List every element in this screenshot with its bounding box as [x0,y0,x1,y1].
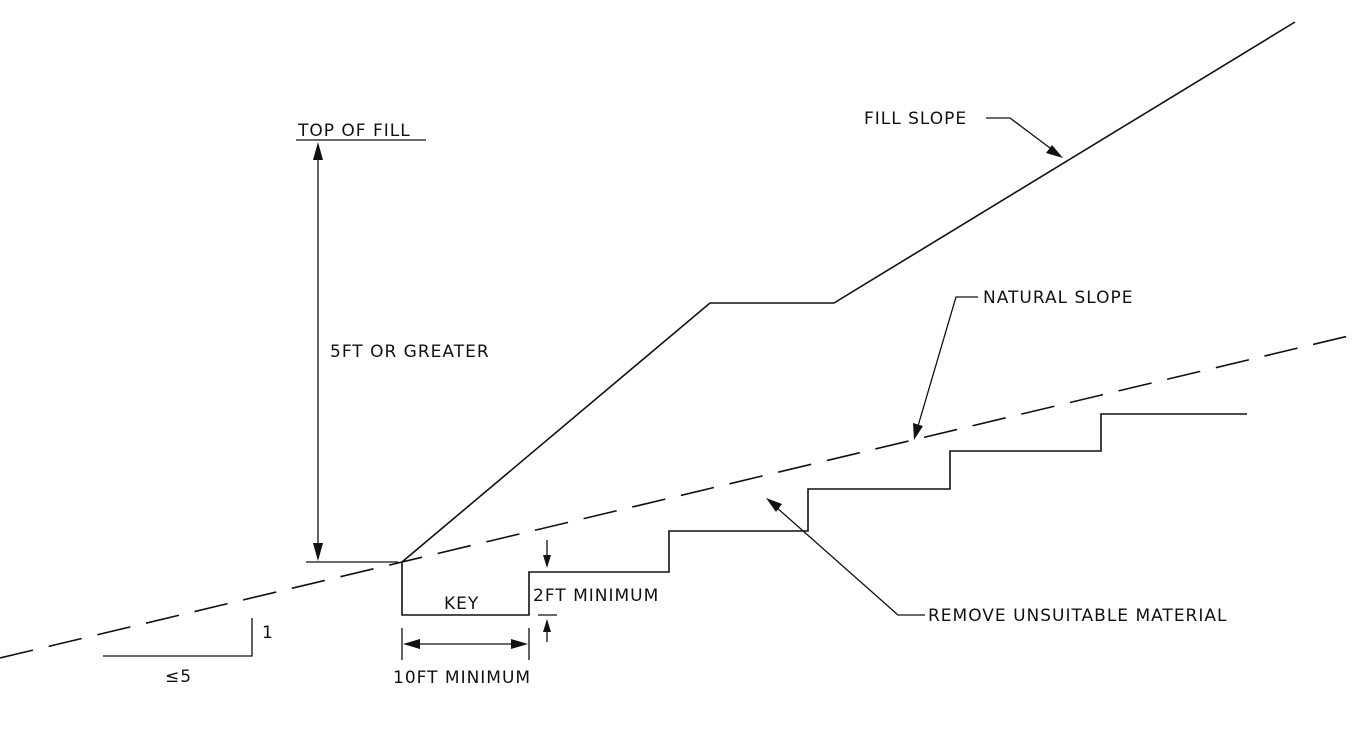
ten-ft-arrow-right [511,639,528,649]
five-ft-arrow-top [313,142,323,160]
fill-slope-leader [986,117,1051,149]
slope-run-label: ≤5 [165,667,192,687]
ten-ft-label: 10FT MINIMUM [393,668,531,688]
natural-slope-label: NATURAL SLOPE [983,288,1134,308]
natural-slope-line [0,332,1361,659]
two-ft-arrow-bottom [543,619,551,632]
remove-material-leader-arrow [766,498,782,512]
slope-rise-label: 1 [262,623,274,643]
fill-slope-label: FILL SLOPE [864,109,967,129]
natural-slope-leader [917,296,978,427]
remove-material-leader [775,506,925,616]
two-ft-label: 2FT MINIMUM [533,586,659,606]
bench-profile-line [401,413,1247,616]
ten-ft-arrow-left [403,639,420,649]
fill-slope-leader-arrow [1046,145,1063,158]
slope-ratio-symbol [103,618,253,657]
five-ft-label: 5FT OR GREATER [330,342,490,362]
key-label: KEY [444,594,479,614]
five-ft-arrow-bottom [313,543,323,561]
two-ft-arrow-top [543,555,551,568]
fill-slope-line [401,21,1296,563]
natural-slope-leader-arrow [913,423,923,440]
remove-material-label: REMOVE UNSUITABLE MATERIAL [928,606,1228,626]
top-of-fill-label: TOP OF FILL [297,121,411,141]
